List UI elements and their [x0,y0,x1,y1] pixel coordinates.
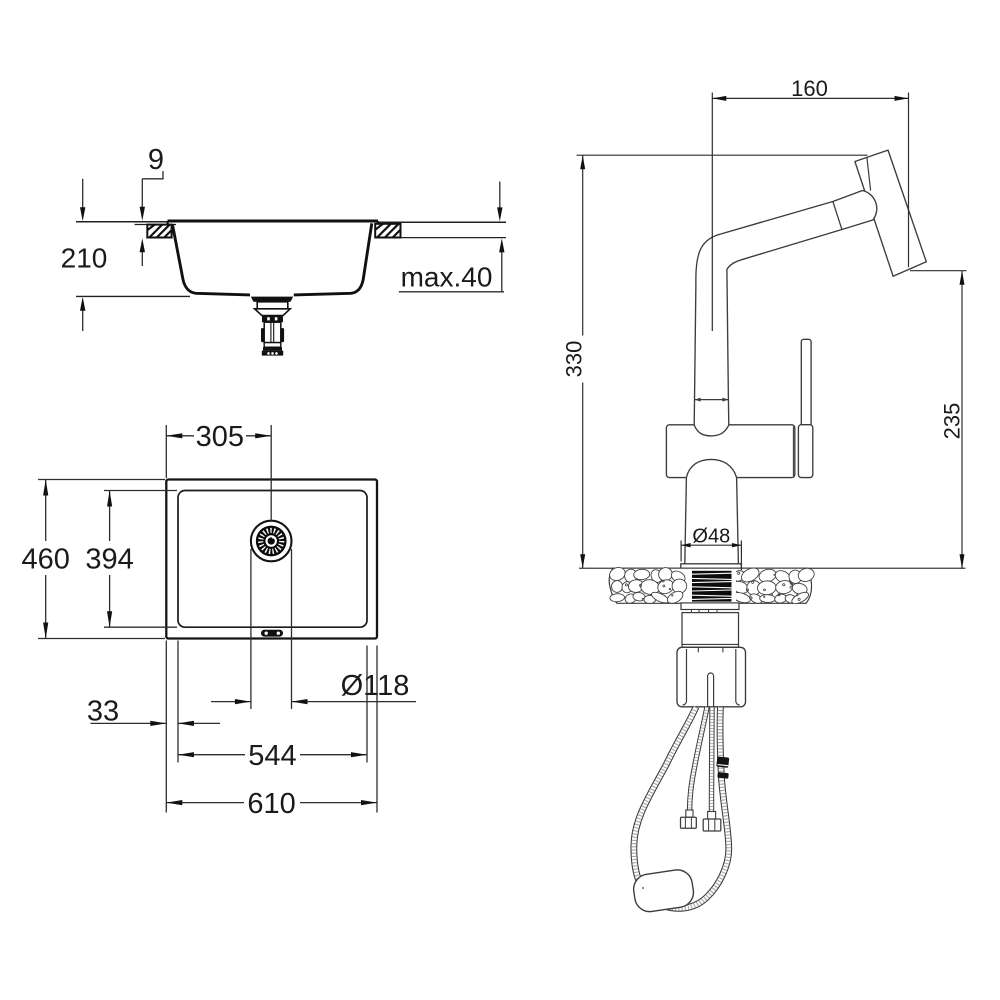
svg-text:460: 460 [22,544,70,576]
svg-text:Ø48: Ø48 [692,525,730,547]
svg-text:9: 9 [148,144,164,176]
svg-text:330: 330 [562,341,587,378]
svg-text:544: 544 [248,740,296,772]
svg-text:max.40: max.40 [401,262,493,293]
svg-text:394: 394 [85,544,133,576]
svg-text:210: 210 [61,243,108,274]
svg-text:235: 235 [940,403,965,440]
svg-text:33: 33 [87,695,119,727]
svg-text:Ø118: Ø118 [341,670,410,702]
svg-text:610: 610 [247,788,295,820]
svg-text:160: 160 [791,76,828,101]
svg-text:305: 305 [196,421,244,453]
